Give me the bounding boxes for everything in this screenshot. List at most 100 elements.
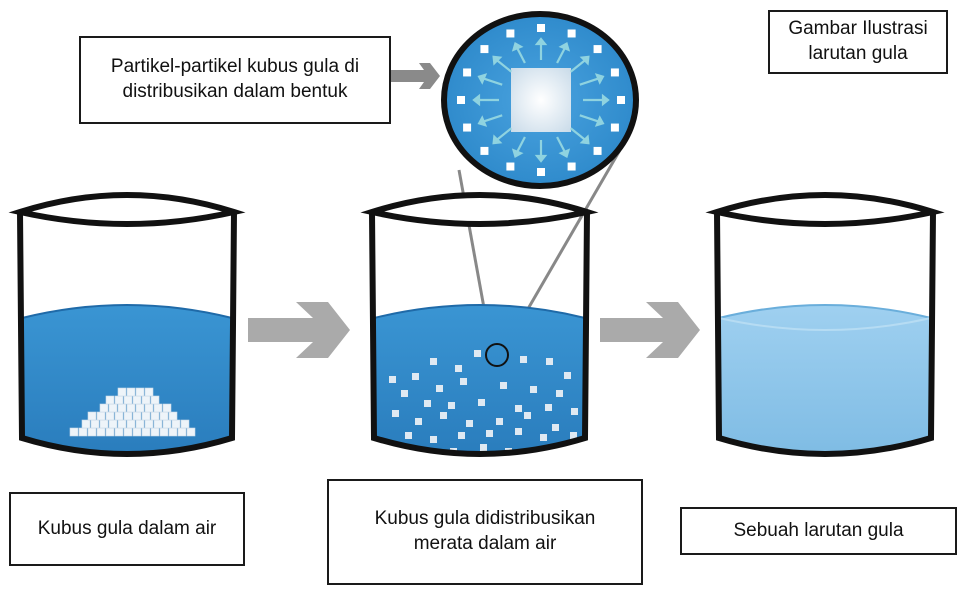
sugar-particle: [480, 45, 489, 54]
outward-arrow-icon: [483, 77, 503, 86]
right-arrow-icon: [248, 302, 350, 358]
sugar-particle: [430, 358, 437, 365]
sugar-particle: [171, 419, 181, 429]
sugar-particle: [506, 29, 515, 38]
caption-beaker-3-line-1: Sebuah larutan gula: [733, 519, 904, 541]
sugar-particle: [610, 68, 619, 77]
sugar-particle: [162, 403, 172, 413]
outward-arrow-icon: [570, 127, 586, 141]
arrowhead: [492, 55, 503, 66]
sugar-particle: [564, 372, 571, 379]
sugar-particle: [524, 412, 531, 419]
title-line-2: larutan gula: [808, 43, 908, 64]
sugar-particle: [515, 428, 522, 435]
sugar-particle: [530, 386, 537, 393]
sugar-particle: [480, 444, 487, 451]
sugar-particle: [466, 420, 473, 427]
sugar-particle: [126, 403, 136, 413]
sugar-particle: [440, 412, 447, 419]
sugar-particle: [480, 146, 489, 155]
sugar-particle: [545, 404, 552, 411]
outward-arrow-icon: [579, 77, 599, 86]
arrowhead: [511, 148, 524, 158]
sugar-particle: [144, 387, 154, 397]
caption-beaker-2-line-2: merata dalam air: [413, 533, 557, 554]
sugar-particle: [424, 400, 431, 407]
sugar-particle: [117, 387, 127, 397]
sugar-particle: [159, 427, 169, 437]
sugar-particle: [132, 411, 142, 421]
sugar-particle: [460, 378, 467, 385]
sugar-particle: [135, 419, 145, 429]
sugar-particle: [177, 427, 187, 437]
arrowhead: [579, 134, 590, 145]
sugar-particle: [478, 399, 485, 406]
arrowhead: [477, 115, 488, 127]
sugar-particle: [150, 395, 160, 405]
outward-arrow-icon: [579, 114, 599, 123]
sugar-particle: [186, 427, 196, 437]
sugar-particle: [114, 411, 124, 421]
arrowhead: [534, 37, 548, 46]
sugar-particle: [150, 411, 160, 421]
sugar-particle: [486, 430, 493, 437]
sugar-particle: [567, 29, 576, 38]
arrowhead: [594, 73, 605, 85]
arrowhead: [477, 73, 488, 85]
sugar-particle: [126, 387, 136, 397]
outward-arrow-icon: [483, 114, 503, 123]
sugar-particle: [162, 419, 172, 429]
beaker-icon: [8, 192, 246, 457]
sugar-particle: [81, 419, 91, 429]
sugar-particle: [126, 419, 136, 429]
sugar-particle: [412, 373, 419, 380]
title-box: Gambar Ilustrasi larutan gula: [768, 10, 948, 74]
sugar-particle: [132, 395, 142, 405]
sugar-particle: [123, 395, 133, 405]
sugar-particle: [123, 411, 133, 421]
sugar-particle: [168, 411, 178, 421]
sugar-particle: [593, 146, 602, 155]
sugar-particle: [135, 403, 145, 413]
sugar-particle: [180, 419, 190, 429]
sugar-particle: [141, 427, 151, 437]
sugar-particle: [405, 432, 412, 439]
outward-arrow-icon: [556, 136, 566, 153]
sugar-particle: [617, 96, 625, 104]
sugar-particle: [99, 419, 109, 429]
arrowhead: [511, 42, 524, 52]
sugar-particle: [108, 403, 118, 413]
sugar-particle: [87, 411, 97, 421]
zoom-caption-line-2: distribusikan dalam bentuk: [122, 81, 348, 102]
sugar-particle: [593, 45, 602, 54]
sugar-particle: [168, 427, 178, 437]
sugar-particle: [153, 403, 163, 413]
sugar-particle: [114, 427, 124, 437]
sugar-particle: [540, 434, 547, 441]
zoom-caption-line-1: Partikel-partikel kubus gula di: [110, 56, 360, 78]
sugar-particle: [150, 427, 160, 437]
sugar-particle: [117, 419, 127, 429]
beaker-icon: [705, 192, 945, 457]
outward-arrow-icon: [516, 136, 526, 153]
sugar-particle: [506, 162, 515, 171]
sugar-particle: [537, 24, 545, 32]
sugar-particle: [500, 382, 507, 389]
outward-arrow-icon: [496, 59, 512, 73]
sugar-particle: [401, 390, 408, 397]
sugar-particle: [144, 403, 154, 413]
sugar-particle: [436, 385, 443, 392]
sugar-particle: [99, 403, 109, 413]
sugar-particle: [78, 427, 88, 437]
sugar-particle: [123, 427, 133, 437]
sugar-particle: [546, 358, 553, 365]
arrowhead: [601, 93, 610, 107]
title-line-1: Gambar Ilustrasi: [788, 18, 928, 40]
arrowhead: [472, 93, 481, 107]
sugar-particle: [108, 419, 118, 429]
sugar-particle: [96, 411, 106, 421]
sugar-particle: [571, 408, 578, 415]
zoom-view: [441, 11, 639, 189]
